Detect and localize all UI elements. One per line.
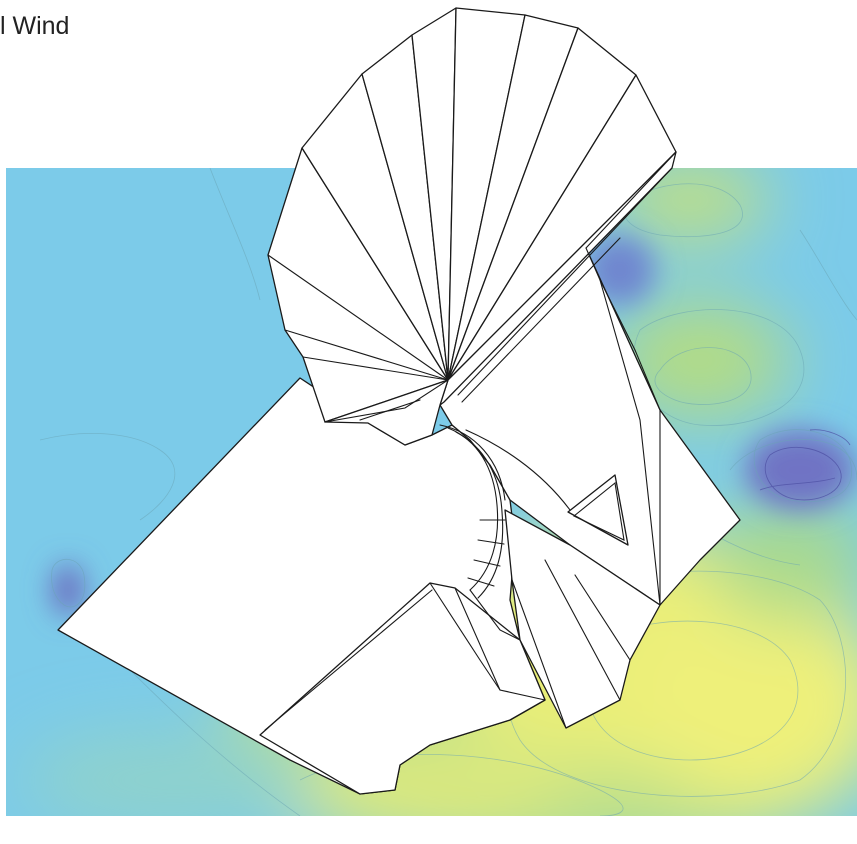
fan-rib-2 — [284, 329, 449, 381]
wing-inner-line-2 — [544, 559, 621, 701]
triangle-inner — [572, 481, 625, 541]
ridge-line-2 — [457, 167, 673, 396]
stair-step-3 — [473, 559, 501, 567]
roof-geometry — [57, 7, 741, 795]
arc-edge-5 — [469, 504, 499, 591]
fan-rib-1 — [267, 254, 449, 381]
right-edge-line — [585, 247, 661, 411]
fan-rib-3 — [302, 356, 449, 381]
wing-inner-line-1 — [511, 579, 567, 729]
stair-step-4 — [467, 577, 495, 587]
ridge-line-1 — [585, 151, 677, 249]
arc-edge-2 — [439, 424, 506, 501]
figure-caption: l Wind — [0, 12, 70, 40]
box-inner-line-1 — [429, 582, 501, 691]
low-contours — [759, 429, 851, 501]
wing-inner-line-3 — [574, 574, 631, 661]
box-inner-line-3 — [454, 587, 546, 701]
roof-triangle-opening — [567, 474, 629, 546]
roof-box-lower — [259, 582, 546, 795]
stair-line-1 — [469, 589, 521, 641]
fan-rib-5 — [359, 399, 421, 421]
fan-rib-4 — [324, 379, 449, 423]
arc-edge-4 — [455, 431, 503, 513]
arc-edge-6 — [477, 511, 504, 599]
box-inner-line-2 — [264, 589, 433, 731]
right-curve-line — [599, 279, 661, 606]
stair-step-2 — [477, 539, 505, 545]
arc-edge-1 — [465, 429, 571, 511]
wind-field-low-spots — [52, 235, 855, 616]
roof-detail-lines — [264, 151, 677, 731]
